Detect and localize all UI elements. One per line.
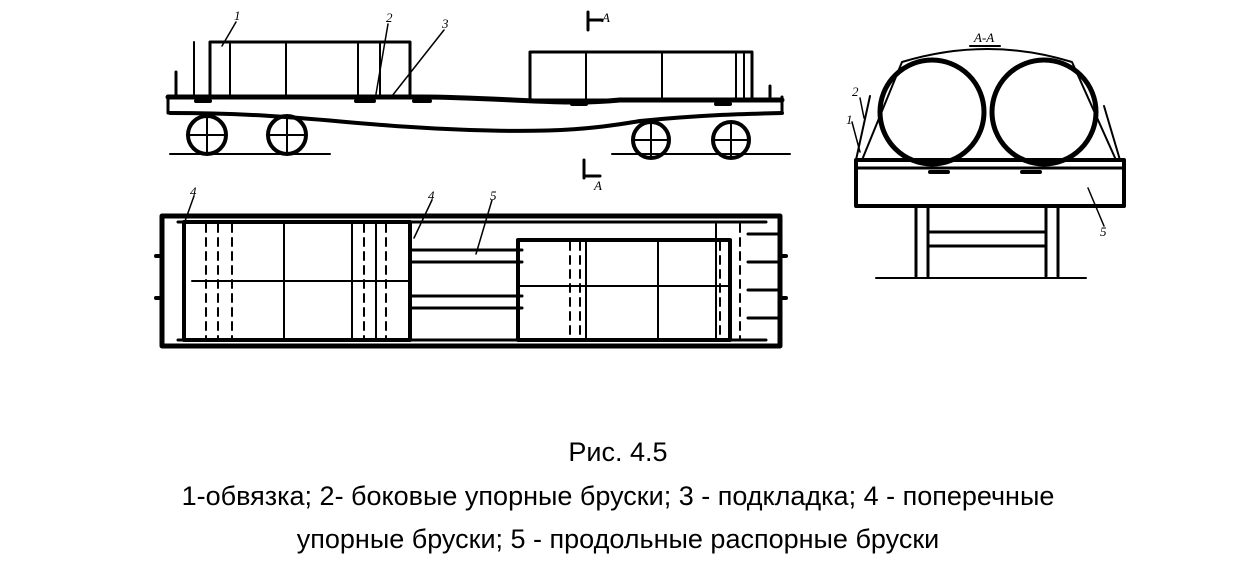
callout-label: 1: [846, 112, 853, 127]
callout-label: 5: [490, 188, 497, 203]
diagram-drawing: 1 2 3 A A 4 4 5 A-A: [154, 8, 1126, 349]
callout-label: 2: [386, 10, 393, 25]
wheel-icon: [186, 114, 228, 156]
section-title: A-A: [973, 30, 994, 45]
legend-line: 1-обвязка; 2- боковые упорные бруски; 3 …: [181, 481, 1055, 511]
callout-label: 3: [441, 16, 449, 31]
wheel-icon: [631, 120, 671, 160]
callout-label: 4: [190, 184, 197, 199]
callout-label: 2: [852, 84, 859, 99]
cylinder-icon: [877, 57, 987, 167]
section-mark-top: A: [601, 10, 610, 25]
section-view: A-A 2 1 5: [846, 30, 1126, 279]
cylinder-icon: [989, 57, 1099, 167]
callout-label: 5: [1100, 224, 1107, 239]
top-view: 4 4 5: [154, 184, 788, 349]
section-mark-bottom: A: [593, 178, 602, 193]
wheel-icon: [266, 114, 308, 156]
callout-label: 4: [428, 188, 435, 203]
legend-line: упорные бруски; 5 - продольные распорные…: [296, 524, 940, 554]
callout-label: 1: [234, 8, 241, 23]
wheel-icon: [711, 120, 751, 160]
figure-title: Рис. 4.5: [568, 437, 668, 467]
side-view: 1 2 3 A A: [165, 8, 791, 193]
